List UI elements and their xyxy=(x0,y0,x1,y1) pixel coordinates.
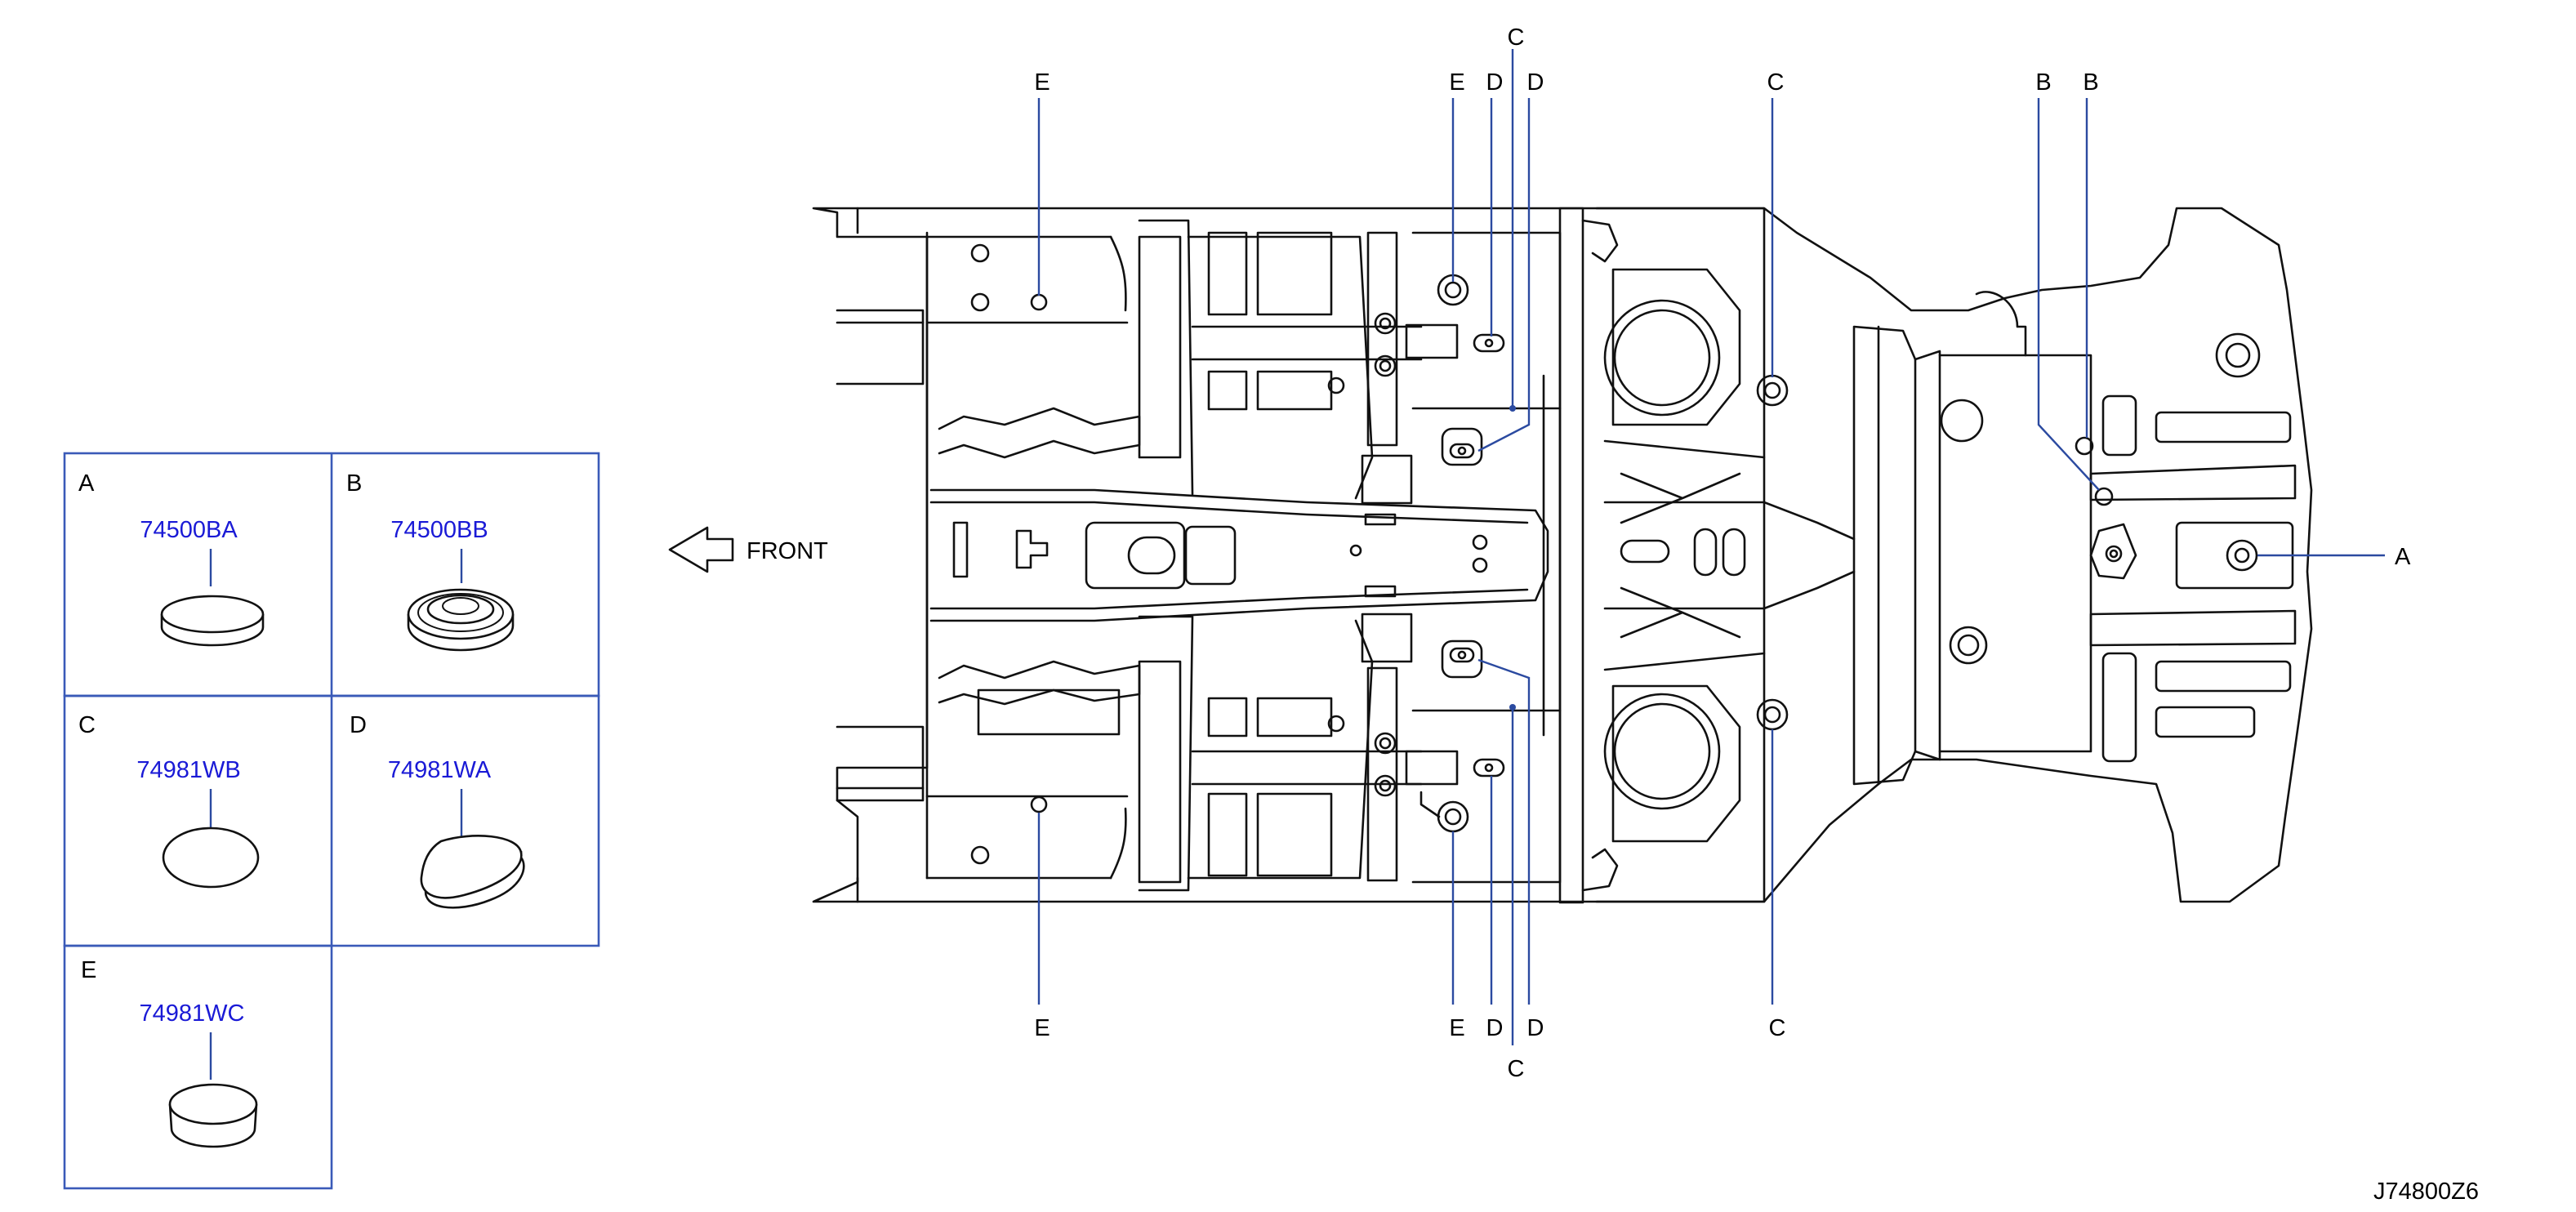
legend-key-a: A xyxy=(78,470,95,497)
diagram-code: J74800Z6 xyxy=(2373,1179,2479,1205)
legend-part-e: 74981WC xyxy=(140,1000,245,1027)
callout-c-top: C xyxy=(1508,25,1525,51)
legend-part-c: 74981WB xyxy=(136,757,240,783)
legend-part-a: 74500BA xyxy=(140,517,238,543)
callout-d-top-2: D xyxy=(1527,69,1544,96)
front-label: FRONT xyxy=(747,538,828,564)
legend-cell-b: B 74500BB xyxy=(346,470,515,652)
legend-key-c: C xyxy=(78,712,96,738)
callout-c-bottom: C xyxy=(1508,1056,1525,1082)
legend-cell-c: C 74981WB xyxy=(78,712,260,889)
plug-oval-seal-icon xyxy=(162,827,260,889)
parts-legend: A 74500BA B 74500BB C 74981WB xyxy=(63,452,600,1190)
legend-part-b: 74500BB xyxy=(390,517,488,543)
callout-a-right: A xyxy=(2395,544,2411,570)
legend-cell-d: D 74981WA xyxy=(350,712,525,909)
callout-c-bottom-rear: C xyxy=(1769,1015,1786,1041)
floor-panel-drawing xyxy=(812,207,2313,904)
legend-cell-a: A 74500BA xyxy=(78,470,265,647)
callout-e-top: E xyxy=(1449,69,1464,96)
callout-labels: E E D C D C B B A E E D D C C xyxy=(1034,25,2411,1082)
callout-d-bottom-2: D xyxy=(1527,1015,1544,1041)
plug-slot-seal-icon xyxy=(420,835,525,909)
callout-e-bottom-left: E xyxy=(1034,1015,1050,1041)
legend-key-e: E xyxy=(81,957,96,983)
callout-d-top: D xyxy=(1486,69,1504,96)
callout-c-top-rear: C xyxy=(1767,69,1785,96)
callout-d-bottom: D xyxy=(1486,1015,1504,1041)
callout-b-top-2: B xyxy=(2083,69,2098,96)
plug-flat-cap-icon xyxy=(160,595,265,647)
legend-key-b: B xyxy=(346,470,362,497)
front-arrow-icon xyxy=(668,526,734,573)
callout-b-top: B xyxy=(2035,69,2051,96)
plug-grommet-icon xyxy=(407,588,515,652)
legend-cell-e: E 74981WC xyxy=(81,957,258,1148)
legend-key-d: D xyxy=(350,712,367,738)
front-direction-indicator: FRONT xyxy=(668,526,828,573)
callout-e-top-left: E xyxy=(1034,69,1050,96)
legend-part-d: 74981WA xyxy=(388,757,492,783)
callout-e-bottom: E xyxy=(1449,1015,1464,1041)
plug-cup-icon xyxy=(168,1083,258,1148)
callout-leaders xyxy=(1037,49,2385,1045)
